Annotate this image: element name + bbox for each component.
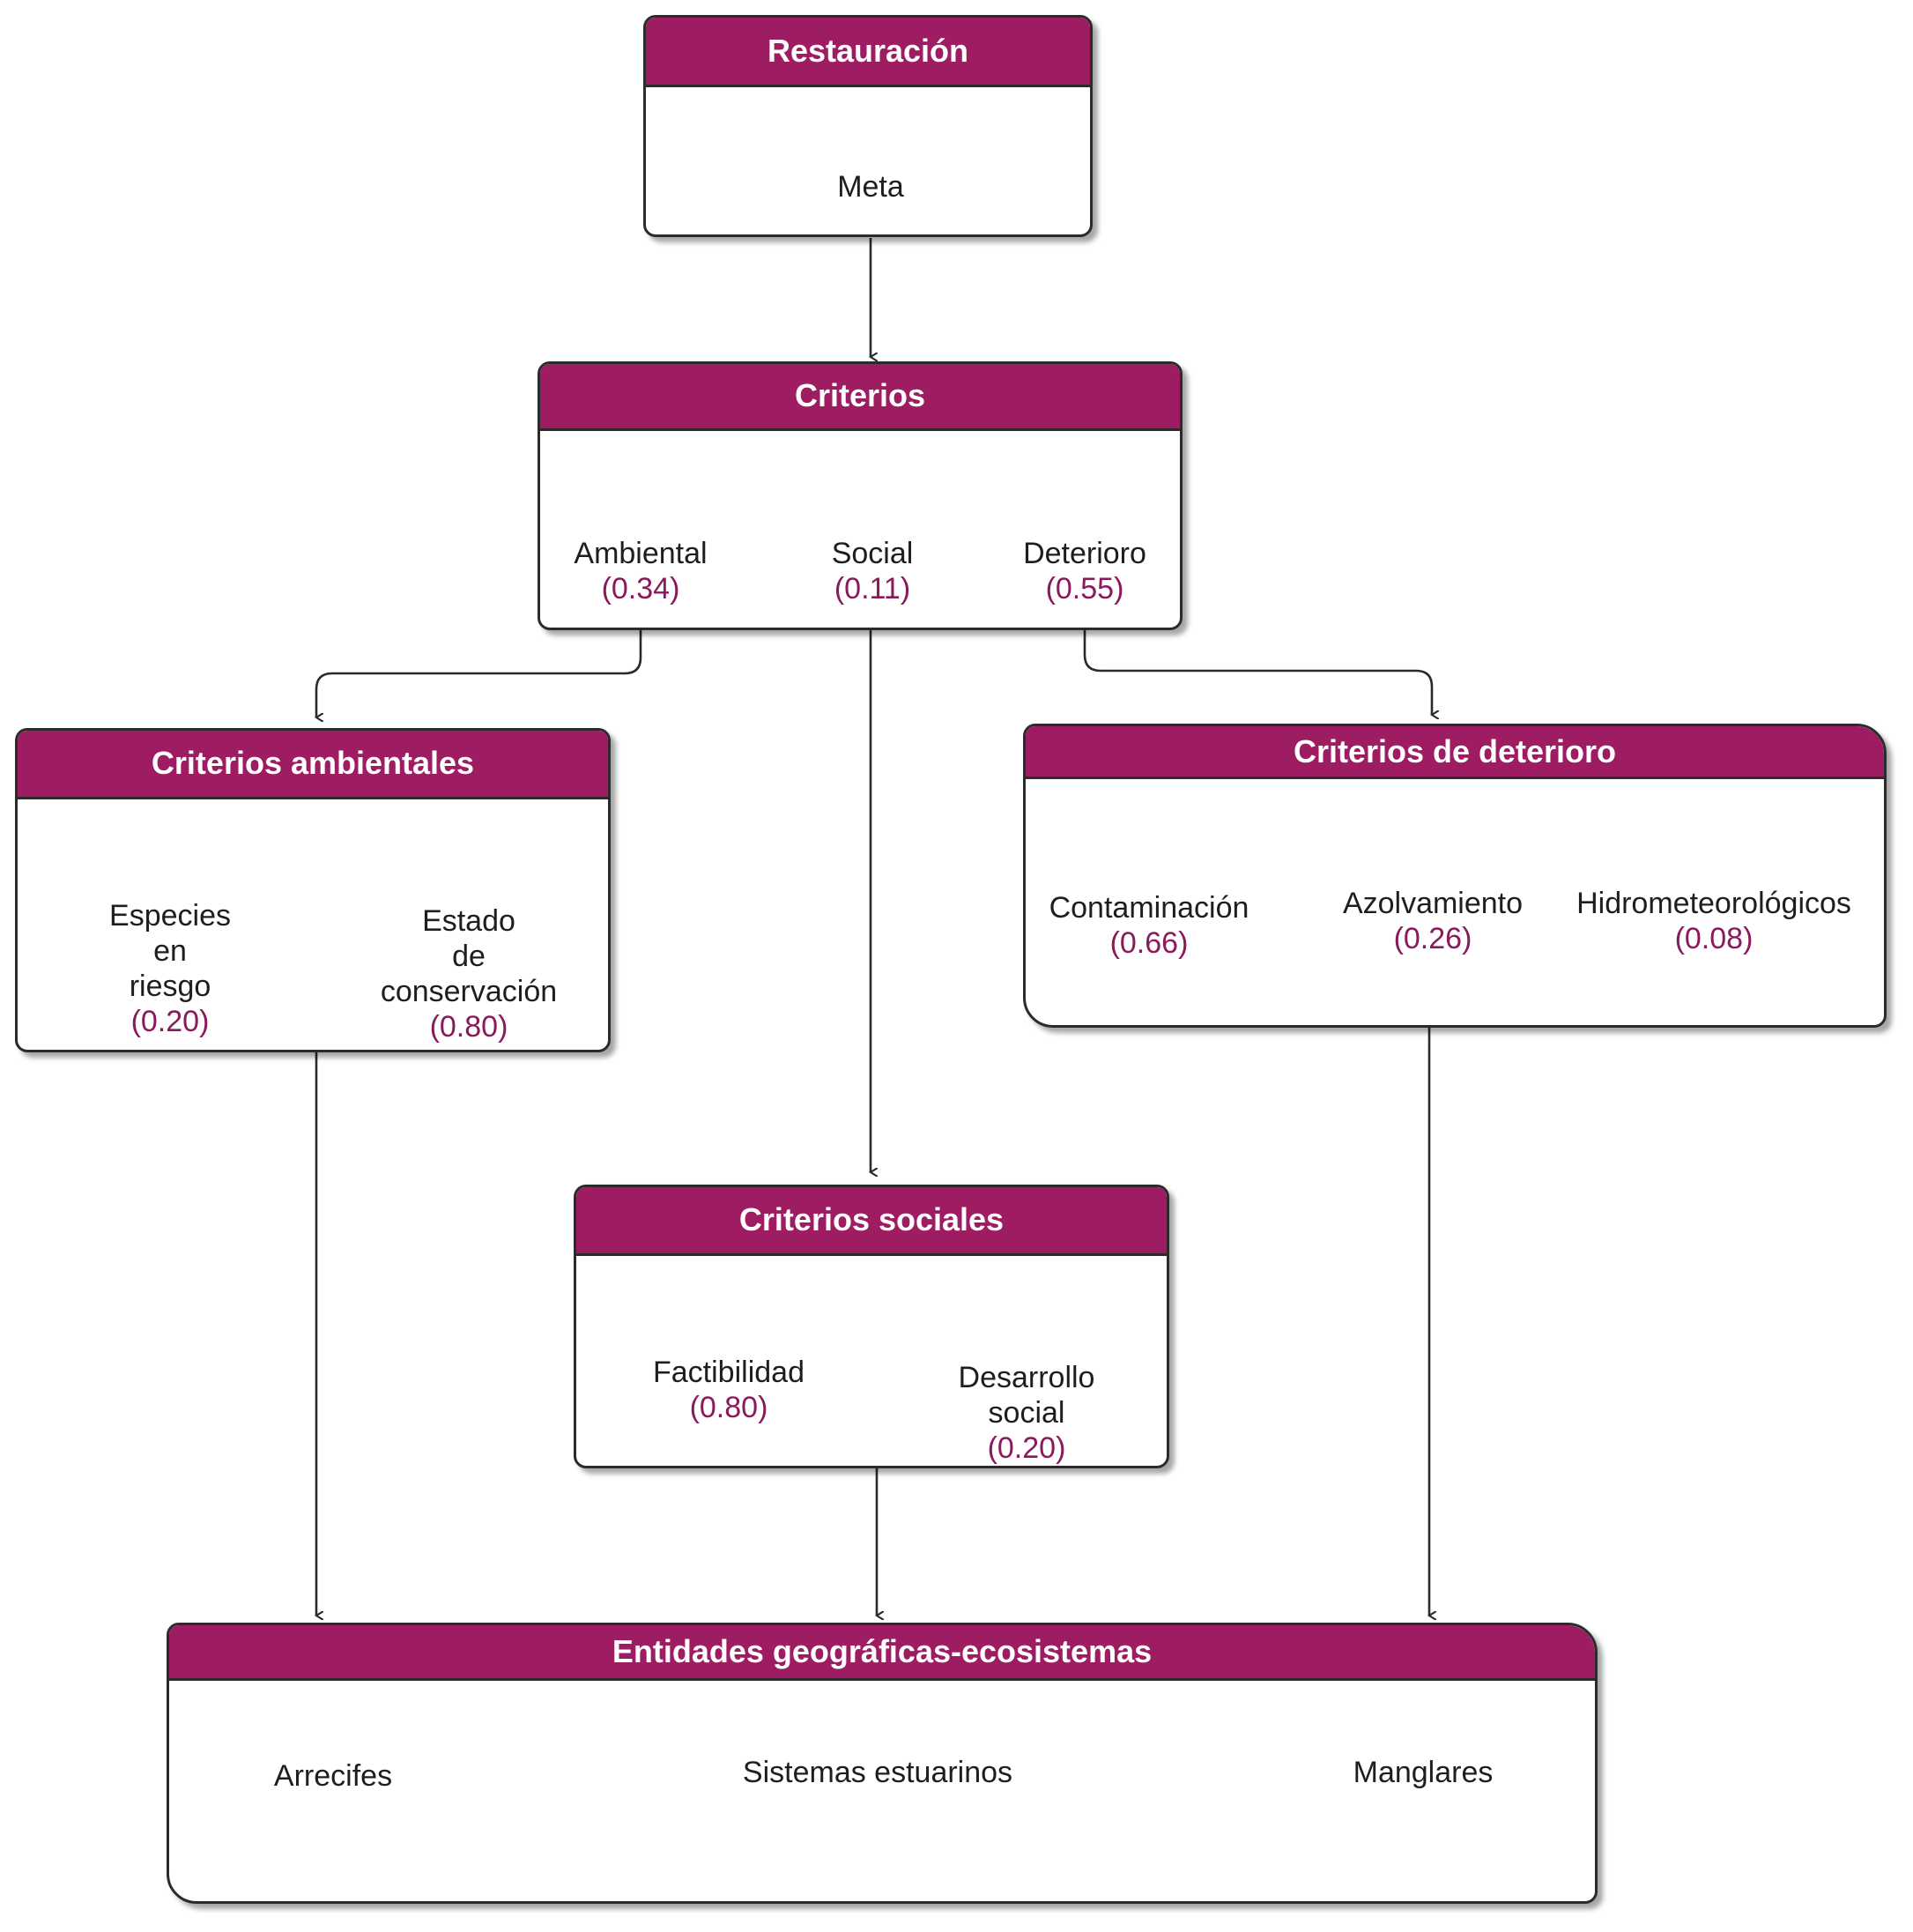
restauracion-box: Restauración: [643, 15, 1093, 237]
deterioro-box: Criterios de deterioro: [1023, 724, 1887, 1028]
criterio-deterioro-label: Deterioro: [1023, 537, 1146, 570]
ent-arrecifes: Arrecifes: [273, 1759, 393, 1793]
ambientales-box: Criterios ambientales: [15, 728, 611, 1052]
soc-desarrollo-value: (0.20): [987, 1431, 1066, 1465]
ent-estuarinos: Sistemas estuarinos: [742, 1756, 1013, 1789]
soc-factibilidad-value: (0.80): [689, 1391, 768, 1424]
soc-factibilidad: Factibilidad (0.80): [619, 1319, 839, 1460]
entidades-title: Entidades geográficas-ecosistemas: [169, 1625, 1595, 1681]
criterio-social-label: Social: [831, 537, 914, 570]
amb-estado-value: (0.80): [429, 1010, 508, 1044]
soc-desarrollo: Desarrollo social (0.20): [916, 1325, 1137, 1501]
sociales-box: Criterios sociales: [574, 1185, 1169, 1468]
soc-factibilidad-label: Factibilidad: [653, 1356, 804, 1389]
amb-especies-value: (0.20): [130, 1005, 210, 1038]
sociales-title: Criterios sociales: [576, 1187, 1167, 1256]
det-hidro-value: (0.08): [1674, 922, 1754, 955]
arrow-to-deterioro: [1083, 603, 1432, 715]
deterioro-title: Criterios de deterioro: [1026, 726, 1884, 779]
criterio-social-value: (0.11): [834, 572, 911, 606]
det-hidro: Hidrometeorológicos (0.08): [1555, 851, 1872, 992]
arrow-to-ambientales: [316, 603, 642, 717]
criterio-deterioro: Deterioro (0.55): [970, 501, 1199, 642]
amb-especies: Especies en riesgo (0.20): [69, 863, 271, 1074]
det-contaminacion-value: (0.66): [1109, 926, 1189, 960]
det-hidro-label: Hidrometeorológicos: [1576, 887, 1851, 920]
det-azolvamiento-value: (0.26): [1393, 922, 1472, 955]
criterio-social: Social (0.11): [758, 501, 987, 642]
det-azolvamiento: Azolvamiento (0.26): [1301, 851, 1565, 992]
criterios-title: Criterios: [540, 364, 1180, 431]
amb-especies-label: Especies en riesgo: [109, 899, 231, 1003]
restauracion-title: Restauración: [646, 18, 1090, 87]
ambientales-title: Criterios ambientales: [18, 731, 608, 799]
entidades-box: Entidades geográficas-ecosistemas: [167, 1623, 1598, 1904]
ent-manglares: Manglares: [1353, 1756, 1494, 1789]
soc-desarrollo-label: Desarrollo social: [958, 1361, 1095, 1430]
criterio-ambiental-value: (0.34): [601, 572, 680, 606]
criterio-deterioro-value: (0.55): [1045, 572, 1124, 606]
det-azolvamiento-label: Azolvamiento: [1342, 887, 1524, 920]
criterio-ambiental-label: Ambiental: [574, 537, 708, 570]
det-contaminacion: Contaminación (0.66): [1017, 855, 1281, 996]
det-contaminacion-label: Contaminación: [1049, 891, 1249, 925]
criterio-ambiental: Ambiental (0.34): [526, 501, 755, 642]
amb-estado-label: Estado de conservación: [380, 904, 558, 1008]
amb-estado: Estado de conservación (0.80): [354, 868, 583, 1080]
meta-label: Meta: [837, 170, 904, 204]
